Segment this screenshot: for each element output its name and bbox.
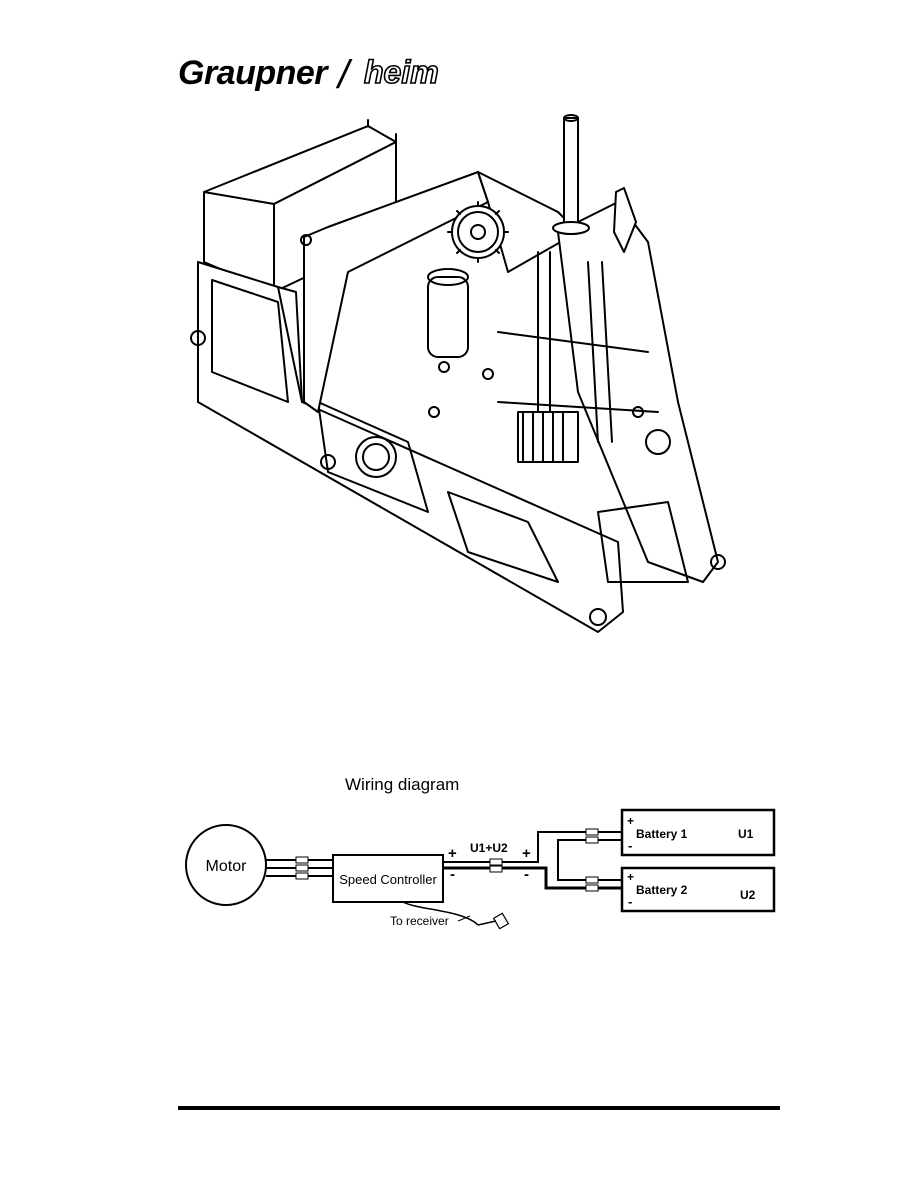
footer-divider xyxy=(178,1106,780,1110)
battery-side-plus: + xyxy=(522,845,531,862)
to-receiver-label: To receiver xyxy=(390,914,449,928)
controller-minus: - xyxy=(450,866,455,883)
battery1-label: Battery 1 xyxy=(636,827,688,841)
sum-voltage-label: U1+U2 xyxy=(470,841,508,855)
chassis-illustration xyxy=(178,112,738,647)
brand-right: heim xyxy=(364,54,439,90)
graupner-heim-logo: Graupner / heim xyxy=(178,53,439,94)
helicopter-chassis-drawing xyxy=(190,114,726,633)
battery1-box xyxy=(620,808,776,857)
output-connector-minus xyxy=(489,865,503,873)
brand-separator: / xyxy=(335,53,353,94)
wiring-diagram-svg: Motor Speed Controller To receiver xyxy=(185,808,776,930)
speed-controller-label: Speed Controller xyxy=(339,872,437,887)
wiring-diagram-title: Wiring diagram xyxy=(345,775,460,794)
battery-side-minus: - xyxy=(524,866,529,883)
battery2-box xyxy=(620,866,776,913)
brand-left: Graupner xyxy=(178,54,329,92)
receiver-plug-icon xyxy=(492,912,510,930)
speed-controller-box xyxy=(332,854,444,903)
battery2-label: Battery 2 xyxy=(636,883,688,897)
battery2-minus: - xyxy=(628,894,632,909)
motor-circle xyxy=(185,824,267,906)
motor-connectors xyxy=(295,856,309,880)
battery2-plus: + xyxy=(627,870,634,884)
receiver-lead xyxy=(402,901,479,926)
battery1-plus: + xyxy=(627,814,634,828)
controller-plus: + xyxy=(448,845,457,862)
battery2-voltage: U2 xyxy=(740,888,756,902)
wiring-diagram: Motor Speed Controller To receiver xyxy=(178,800,788,940)
battery1-voltage: U1 xyxy=(738,827,754,841)
output-connector-plus xyxy=(489,858,503,866)
motor-label: Motor xyxy=(206,858,248,875)
battery1-minus: - xyxy=(628,838,632,853)
brand-logo: Graupner / heim xyxy=(178,50,448,94)
